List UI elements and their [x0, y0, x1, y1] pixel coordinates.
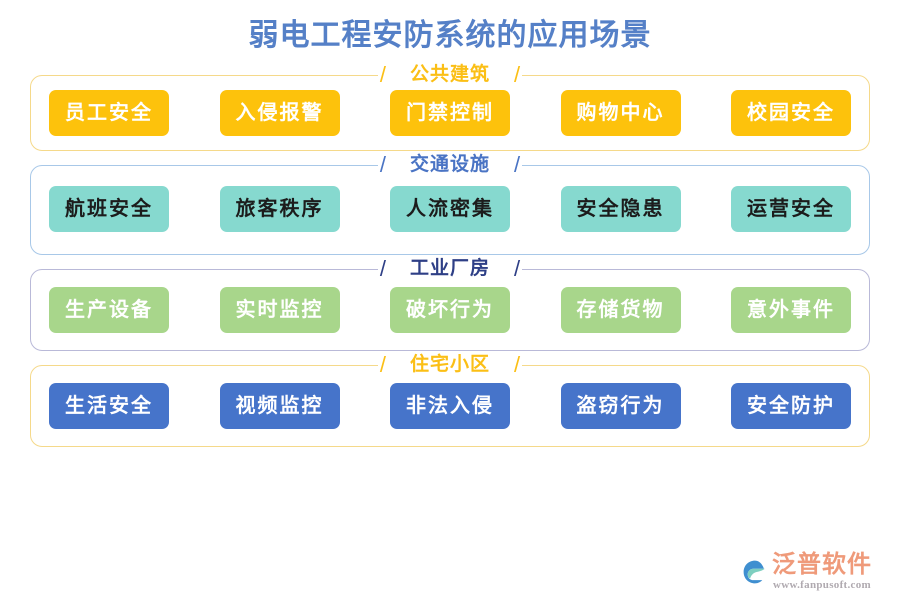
chip-access-control[interactable]: 门禁控制 [390, 89, 510, 136]
chip-vandalism[interactable]: 破坏行为 [390, 286, 510, 333]
chip-accidents[interactable]: 意外事件 [731, 286, 851, 333]
section-box-public-buildings: 员工安全 入侵报警 门禁控制 购物中心 校园安全 [30, 74, 870, 151]
chip-employee-safety[interactable]: 员工安全 [49, 89, 169, 136]
chip-campus-security[interactable]: 校园安全 [731, 89, 851, 136]
chip-operation-safety[interactable]: 运营安全 [731, 185, 851, 232]
chip-realtime-monitoring[interactable]: 实时监控 [219, 286, 340, 333]
chip-video-surveillance[interactable]: 视频监控 [219, 382, 340, 429]
logo-website-url: www.fanpusoft.com [773, 578, 871, 591]
brand-logo: 泛普软件 www.fanpusoft.com [742, 551, 872, 592]
chip-shopping-mall[interactable]: 购物中心 [560, 89, 681, 136]
section-residential-communities: / 住宅小区 / 生活安全 视频监控 非法入侵 盗窃行为 安全防护 [30, 351, 870, 447]
chip-flight-safety[interactable]: 航班安全 [49, 185, 169, 232]
section-box-industrial-plants: 生产设备 实时监控 破坏行为 存储货物 意外事件 [30, 268, 870, 351]
section-industrial-plants: / 工业厂房 / 生产设备 实时监控 破坏行为 存储货物 意外事件 [30, 255, 870, 351]
section-box-transport-facilities: 航班安全 旅客秩序 人流密集 安全隐患 运营安全 [30, 164, 870, 255]
chip-living-safety[interactable]: 生活安全 [49, 382, 169, 429]
logo-text: 泛普软件 www.fanpusoft.com [772, 551, 872, 592]
chip-intrusion-alarm[interactable]: 入侵报警 [219, 89, 340, 136]
logo-company-name: 泛普软件 [772, 551, 872, 578]
sections-container: / 公共建筑 / 员工安全 入侵报警 门禁控制 购物中心 校园安全 / 交通设施… [0, 57, 900, 447]
section-box-residential-communities: 生活安全 视频监控 非法入侵 盗窃行为 安全防护 [30, 364, 870, 447]
chip-theft-behavior[interactable]: 盗窃行为 [560, 382, 681, 429]
chip-passenger-order[interactable]: 旅客秩序 [219, 185, 340, 232]
section-transport-facilities: / 交通设施 / 航班安全 旅客秩序 人流密集 安全隐患 运营安全 [30, 151, 870, 255]
chip-security-protection[interactable]: 安全防护 [731, 382, 851, 429]
chip-stored-goods[interactable]: 存储货物 [560, 286, 681, 333]
chip-illegal-intrusion[interactable]: 非法入侵 [390, 382, 510, 429]
chip-production-equipment[interactable]: 生产设备 [49, 286, 169, 333]
page-title: 弱电工程安防系统的应用场景 [248, 19, 652, 52]
fanpu-swoosh-icon [742, 559, 768, 585]
chip-safety-hazard[interactable]: 安全隐患 [560, 185, 681, 232]
chip-crowd-density[interactable]: 人流密集 [390, 185, 510, 232]
section-public-buildings: / 公共建筑 / 员工安全 入侵报警 门禁控制 购物中心 校园安全 [30, 61, 870, 151]
